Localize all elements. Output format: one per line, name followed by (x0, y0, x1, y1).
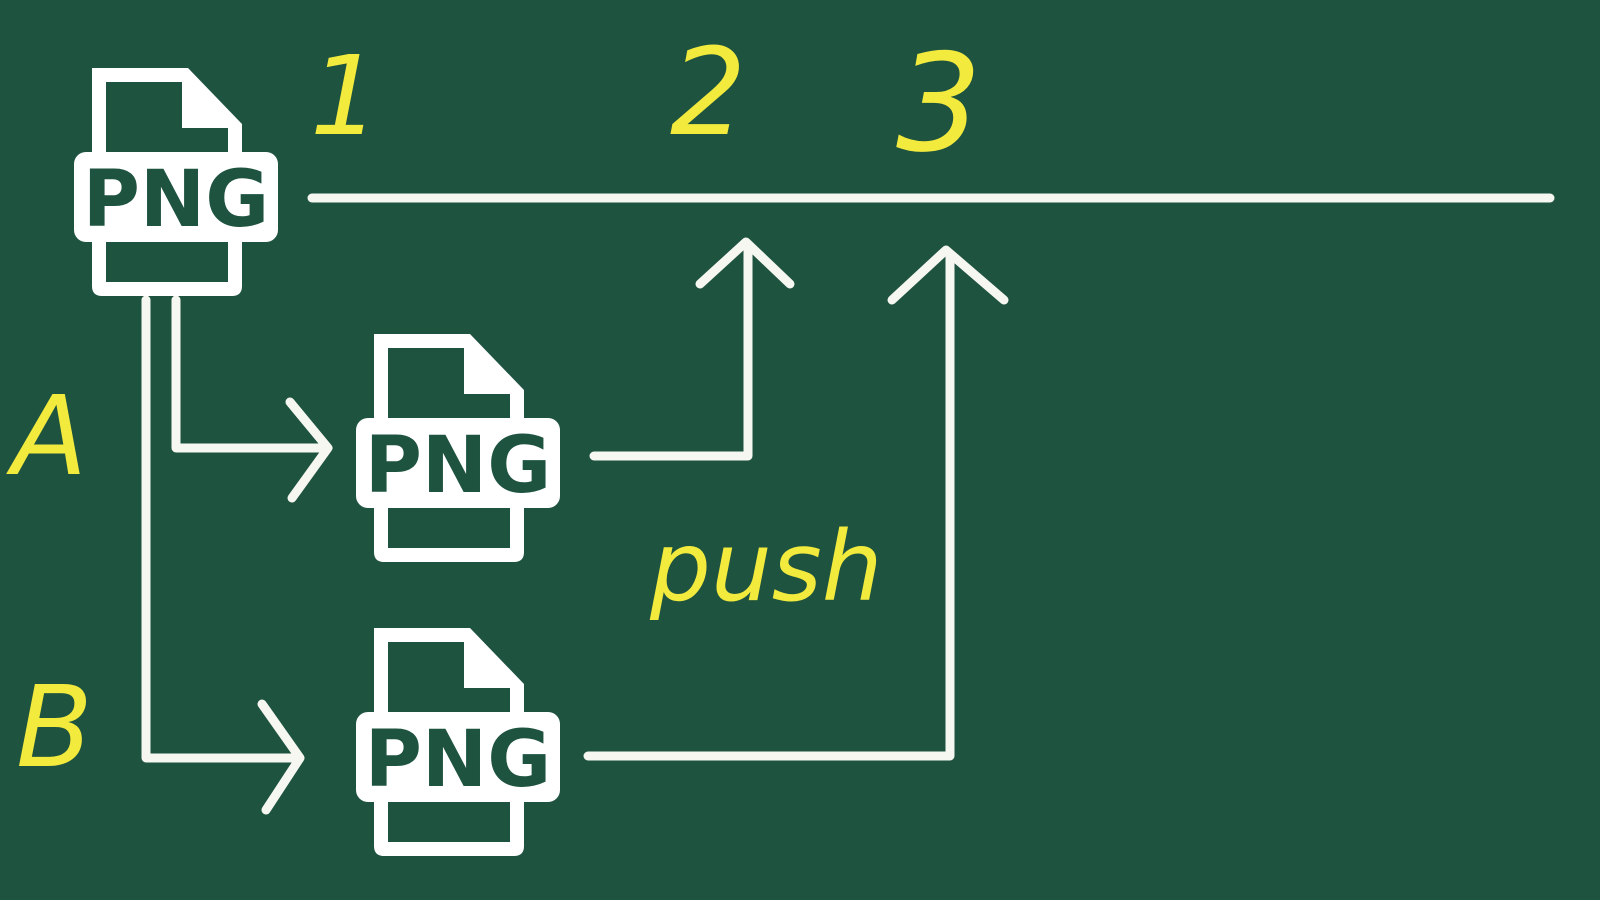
push-label: push (649, 511, 883, 623)
branch-b-connector (141, 295, 301, 763)
file-b-ext: PNG (365, 715, 551, 805)
branch-a-label: A (6, 372, 87, 500)
file-b-png-icon: PNG (356, 628, 560, 856)
main-file-ext: PNG (83, 155, 269, 245)
push-b-connector (583, 249, 955, 761)
branch-b-arrowhead (257, 699, 305, 815)
step-3-label: 3 (896, 25, 982, 182)
push-a-arrowhead (695, 237, 795, 289)
step-1-label: 1 (310, 32, 380, 160)
branch-a-arrowhead (285, 397, 333, 503)
file-a-png-icon: PNG (356, 334, 560, 562)
main-png-file-icon: PNG (74, 68, 278, 296)
push-a-connector (589, 241, 753, 461)
push-b-arrowhead (887, 245, 1009, 305)
file-a-ext: PNG (365, 421, 551, 511)
branch-a-connector (171, 295, 325, 453)
step-2-label: 2 (670, 24, 746, 163)
branch-b-label: B (16, 663, 93, 793)
